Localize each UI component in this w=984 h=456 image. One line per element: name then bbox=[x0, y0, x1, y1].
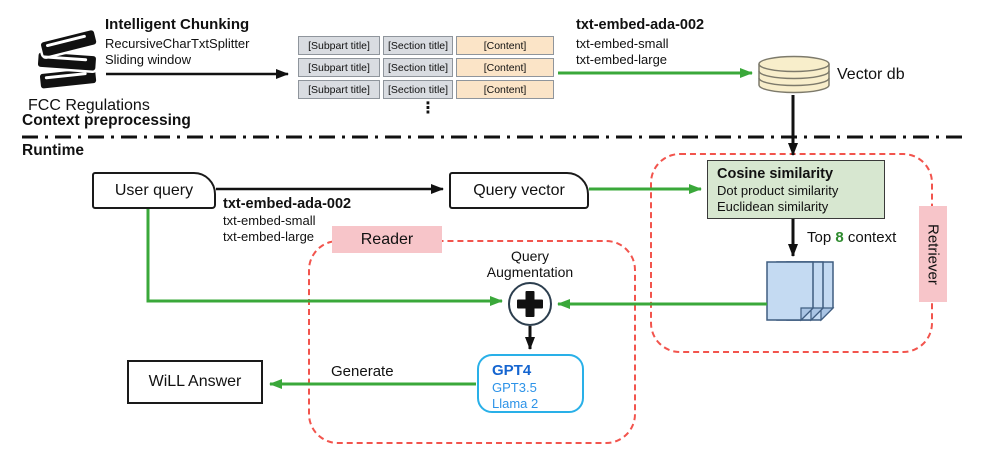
chunk-subpart-cell: [Subpart title] bbox=[298, 80, 380, 99]
embed-model-alt: txt-embed-small bbox=[576, 36, 669, 51]
top-context-count: 8 bbox=[835, 229, 844, 246]
chunk-subpart-cell: [Subpart title] bbox=[298, 36, 380, 55]
top-context-prefix: Top bbox=[807, 229, 836, 246]
embed-model-alt: txt-embed-large bbox=[576, 52, 668, 67]
generate-label: Generate bbox=[331, 363, 394, 380]
chunking-title: Intelligent Chunking bbox=[105, 16, 250, 33]
chunk-row: [Subpart title] [Section title] [Content… bbox=[298, 80, 554, 99]
llm-title: GPT4 bbox=[492, 362, 532, 379]
source-label: FCC Regulations bbox=[28, 97, 150, 114]
chunking-method-1: RecursiveCharTxtSplitter bbox=[105, 36, 250, 51]
retriever-tag: Retriever bbox=[919, 206, 947, 302]
augmentation-line1: Query bbox=[510, 248, 550, 264]
chunk-ellipsis: ⋮ bbox=[420, 100, 436, 117]
books-icon bbox=[35, 27, 99, 91]
chunk-row: [Subpart title] [Section title] [Content… bbox=[298, 58, 554, 77]
stage-runtime-label: Runtime bbox=[22, 142, 84, 159]
augmentation-line2: Augmentation bbox=[486, 264, 574, 280]
llm-alt: Llama 2 bbox=[492, 396, 539, 411]
embed-model-alt: txt-embed-small bbox=[223, 213, 316, 228]
stage-preprocessing-label: Context preprocessing bbox=[22, 112, 191, 129]
similarity-alt: Euclidean similarity bbox=[717, 198, 829, 214]
embed-model-title: txt-embed-ada-002 bbox=[576, 17, 705, 33]
chunk-content-cell: [Content] bbox=[456, 36, 554, 55]
chunk-content-cell: [Content] bbox=[456, 58, 554, 77]
user-query-label: User query bbox=[114, 181, 194, 199]
chunk-row: [Subpart title] [Section title] [Content… bbox=[298, 36, 554, 55]
top-context-suffix: context bbox=[843, 229, 897, 246]
chunk-section-cell: [Section title] bbox=[383, 58, 453, 77]
user-query-node: User query bbox=[92, 172, 216, 209]
reader-tag: Reader bbox=[332, 226, 442, 253]
reader-region-outline bbox=[308, 240, 636, 444]
chunk-content-cell: [Content] bbox=[456, 80, 554, 99]
answer-label: WiLL Answer bbox=[148, 373, 242, 390]
llm-node: GPT4 GPT3.5 Llama 2 bbox=[477, 354, 584, 413]
embed-model-title: txt-embed-ada-002 bbox=[223, 196, 352, 212]
plus-circle-icon bbox=[508, 282, 552, 326]
top-context-label: Top 8 context bbox=[807, 229, 896, 246]
chunk-subpart-cell: [Subpart title] bbox=[298, 58, 380, 77]
embed-model-alt: txt-embed-large bbox=[223, 229, 315, 244]
documents-stack-icon bbox=[766, 261, 835, 322]
reader-label: Reader bbox=[360, 230, 414, 248]
augmentation-label: Query Augmentation bbox=[460, 248, 600, 280]
query-vector-label: Query vector bbox=[473, 181, 565, 199]
chunking-method-2: Sliding window bbox=[105, 52, 191, 67]
answer-node: WiLL Answer bbox=[127, 360, 263, 404]
chunk-section-cell: [Section title] bbox=[383, 36, 453, 55]
vector-db-label: Vector db bbox=[837, 66, 905, 83]
chunk-table: [Subpart title] [Section title] [Content… bbox=[298, 36, 554, 102]
chunk-section-cell: [Section title] bbox=[383, 80, 453, 99]
query-vector-node: Query vector bbox=[449, 172, 589, 209]
query-to-augmentation-arrow bbox=[146, 209, 503, 306]
similarity-node: Cosine similarity Dot product similarity… bbox=[707, 160, 885, 219]
similarity-alt: Dot product similarity bbox=[717, 183, 839, 198]
database-cylinder-icon bbox=[758, 55, 830, 94]
llm-alt: GPT3.5 bbox=[492, 380, 537, 395]
similarity-title: Cosine similarity bbox=[717, 166, 834, 182]
retriever-label: Retriever bbox=[924, 223, 942, 285]
